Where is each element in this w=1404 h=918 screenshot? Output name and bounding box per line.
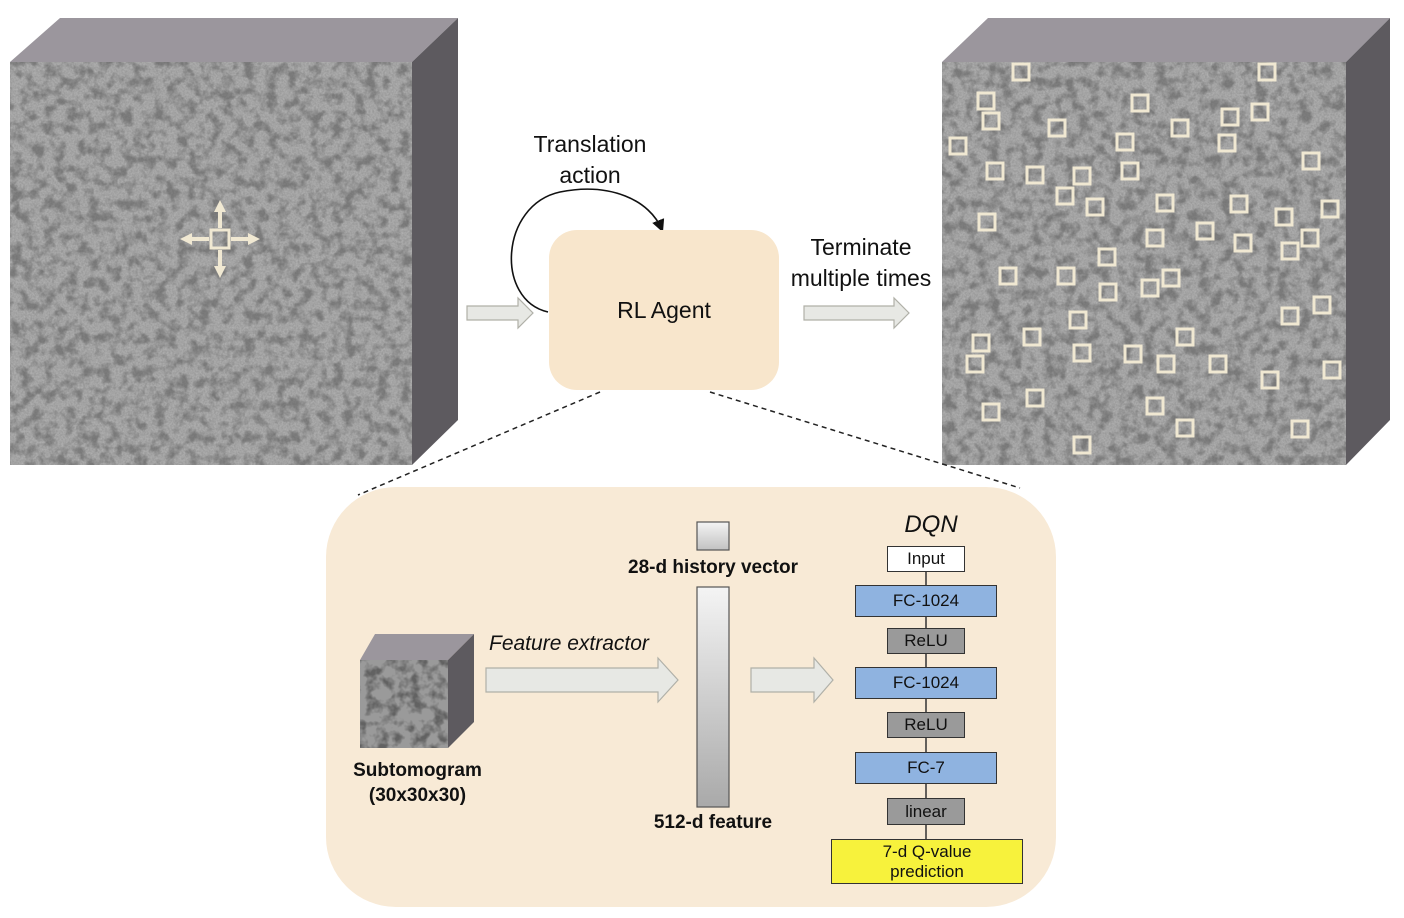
detection-box: [1301, 151, 1321, 171]
detection-box: [1025, 165, 1045, 185]
detection-box: [1025, 388, 1045, 408]
rl-agent-label: RL Agent: [617, 297, 711, 323]
dqn-title: DQN: [904, 511, 958, 538]
detection-box: [1250, 102, 1270, 122]
detection-box: [1055, 186, 1075, 206]
detection-box: [1233, 233, 1253, 253]
detection-box: [1120, 161, 1140, 181]
detection-box: [1280, 241, 1300, 261]
detection-box: [1312, 295, 1332, 315]
detection-box: [1022, 327, 1042, 347]
history-vector-block: [696, 521, 730, 551]
translation-loop-arrow: [510, 188, 665, 313]
detection-box: [1217, 133, 1237, 153]
feature-to-dqn-arrow: [750, 656, 834, 704]
detection-boxes: [948, 62, 1342, 455]
detection-box: [1072, 343, 1092, 363]
input-to-agent-arrow: [466, 296, 534, 330]
detection-box: [1175, 327, 1195, 347]
detection-box: [1011, 62, 1031, 82]
dqn-layer-fc1: FC-1024: [855, 585, 997, 617]
feature-extractor-arrow: [485, 656, 679, 704]
detection-box: [1274, 207, 1294, 227]
detection-box: [985, 161, 1005, 181]
dqn-layer-output: 7-d Q-value prediction: [831, 839, 1023, 884]
detection-box: [1195, 221, 1215, 241]
detection-box: [1170, 118, 1190, 138]
detection-box: [1145, 396, 1165, 416]
detection-box: [1130, 93, 1150, 113]
dqn-layer-fc2: FC-1024: [855, 667, 997, 699]
detection-box: [1085, 197, 1105, 217]
detection-box: [1098, 282, 1118, 302]
detection-box: [981, 111, 1001, 131]
detection-box: [948, 136, 968, 156]
output-tomogram-cube: [942, 18, 1390, 465]
detection-box: [998, 266, 1018, 286]
detection-box: [1072, 435, 1092, 455]
dqn-layer-input: Input: [887, 546, 965, 572]
detection-box: [1220, 107, 1240, 127]
detection-box: [1156, 354, 1176, 374]
detection-box: [1300, 228, 1320, 248]
subtomogram-cube: [360, 634, 474, 748]
rl-agent-box: [549, 230, 779, 390]
dqn-layer-relu1: ReLU: [887, 628, 965, 654]
detection-box: [1161, 268, 1181, 288]
detection-box: [976, 91, 996, 111]
detection-box: [1123, 344, 1143, 364]
history-vector-label: 28-d history vector: [628, 557, 798, 578]
translation-cursor-icon: [180, 200, 260, 278]
detection-box: [1072, 166, 1092, 186]
detection-box: [971, 333, 991, 353]
detection-box: [965, 354, 985, 374]
dqn-layer-relu2: ReLU: [887, 712, 965, 738]
detection-box: [1320, 199, 1340, 219]
detection-box: [1047, 118, 1067, 138]
detection-box: [1280, 306, 1300, 326]
detection-box: [1229, 194, 1249, 214]
input-tomogram-cube: [10, 18, 458, 465]
detection-box: [977, 212, 997, 232]
detection-box: [1056, 266, 1076, 286]
detection-box: [1208, 354, 1228, 374]
translation-action-label: Translation action: [533, 131, 647, 188]
dqn-layer-fc3: FC-7: [855, 752, 997, 784]
terminate-label: Terminate multiple times: [790, 234, 932, 291]
zoom-line-left: [357, 391, 601, 496]
zoom-line-right: [709, 391, 1021, 489]
detection-box: [1257, 62, 1277, 82]
detection-box: [1140, 278, 1160, 298]
detection-box: [1175, 418, 1195, 438]
detection-box: [1145, 228, 1165, 248]
detection-box: [1068, 310, 1088, 330]
feature-vector-bar: [696, 586, 730, 808]
detection-box: [981, 402, 1001, 422]
agent-to-output-arrow: [803, 296, 910, 330]
feature-512-label: 512-d feature: [653, 812, 773, 833]
detection-box: [1322, 360, 1342, 380]
dqn-layer-linear: linear: [887, 798, 965, 825]
detection-box: [1097, 247, 1117, 267]
detection-box: [1115, 132, 1135, 152]
subtomogram-label: Subtomogram (30x30x30): [353, 760, 482, 806]
detection-box: [1260, 370, 1280, 390]
feature-extractor-label: Feature extractor: [489, 632, 649, 655]
detection-box: [1155, 193, 1175, 213]
detection-box: [1290, 419, 1310, 439]
